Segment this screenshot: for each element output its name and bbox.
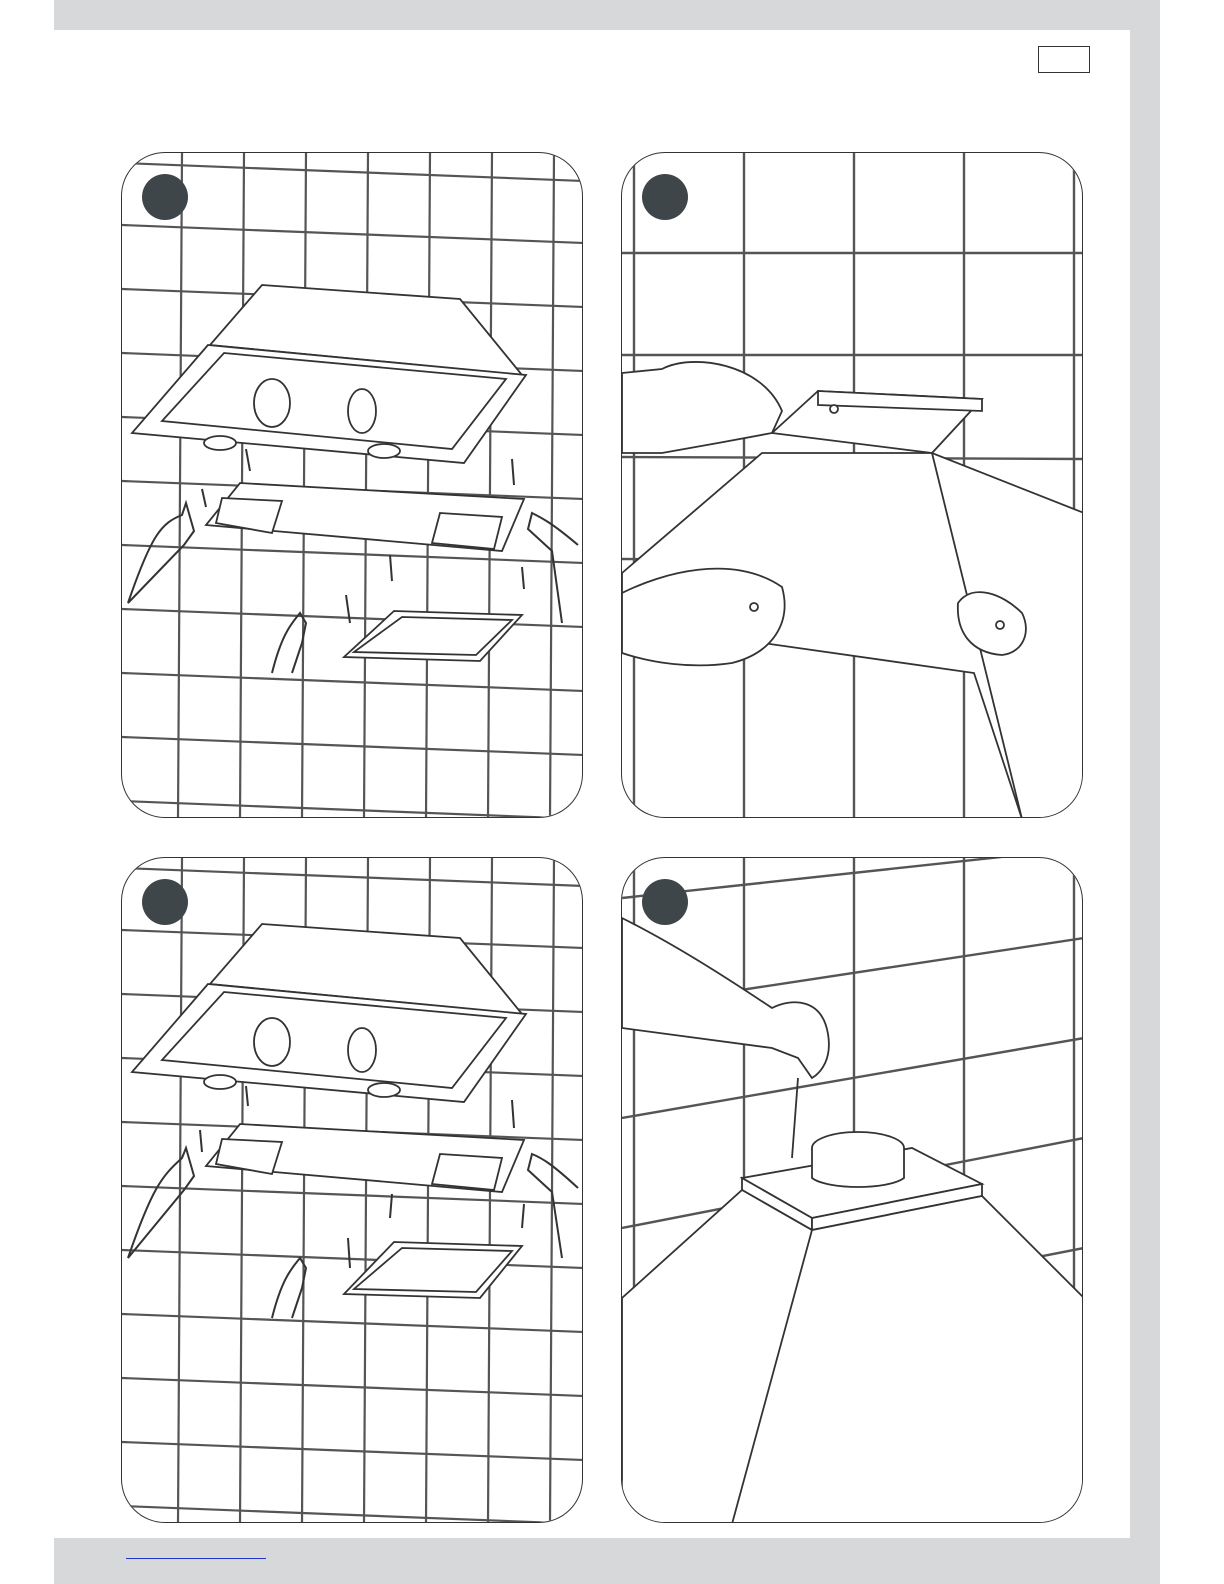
- illustration-hood-disassembly: [122, 153, 583, 818]
- step-panel-4: [621, 857, 1083, 1523]
- step-panel-3: [121, 857, 583, 1523]
- step-panel-1: [121, 152, 583, 818]
- step-badge-2: [642, 174, 688, 220]
- page-frame-right: [1130, 0, 1160, 1584]
- illustration-hood-reassembly: [122, 858, 583, 1523]
- step-badge-1: [142, 174, 188, 220]
- step-badge-3: [142, 879, 188, 925]
- illustration-hood-collar: [622, 858, 1083, 1523]
- step-panel-2: [621, 152, 1083, 818]
- page-frame-top: [54, 0, 1160, 30]
- page-frame-bottom: [54, 1538, 1160, 1584]
- illustration-hood-screwing: [622, 153, 1083, 818]
- page-number-box: [1038, 46, 1090, 73]
- footer-link-underline[interactable]: [126, 1558, 266, 1559]
- step-badge-4: [642, 879, 688, 925]
